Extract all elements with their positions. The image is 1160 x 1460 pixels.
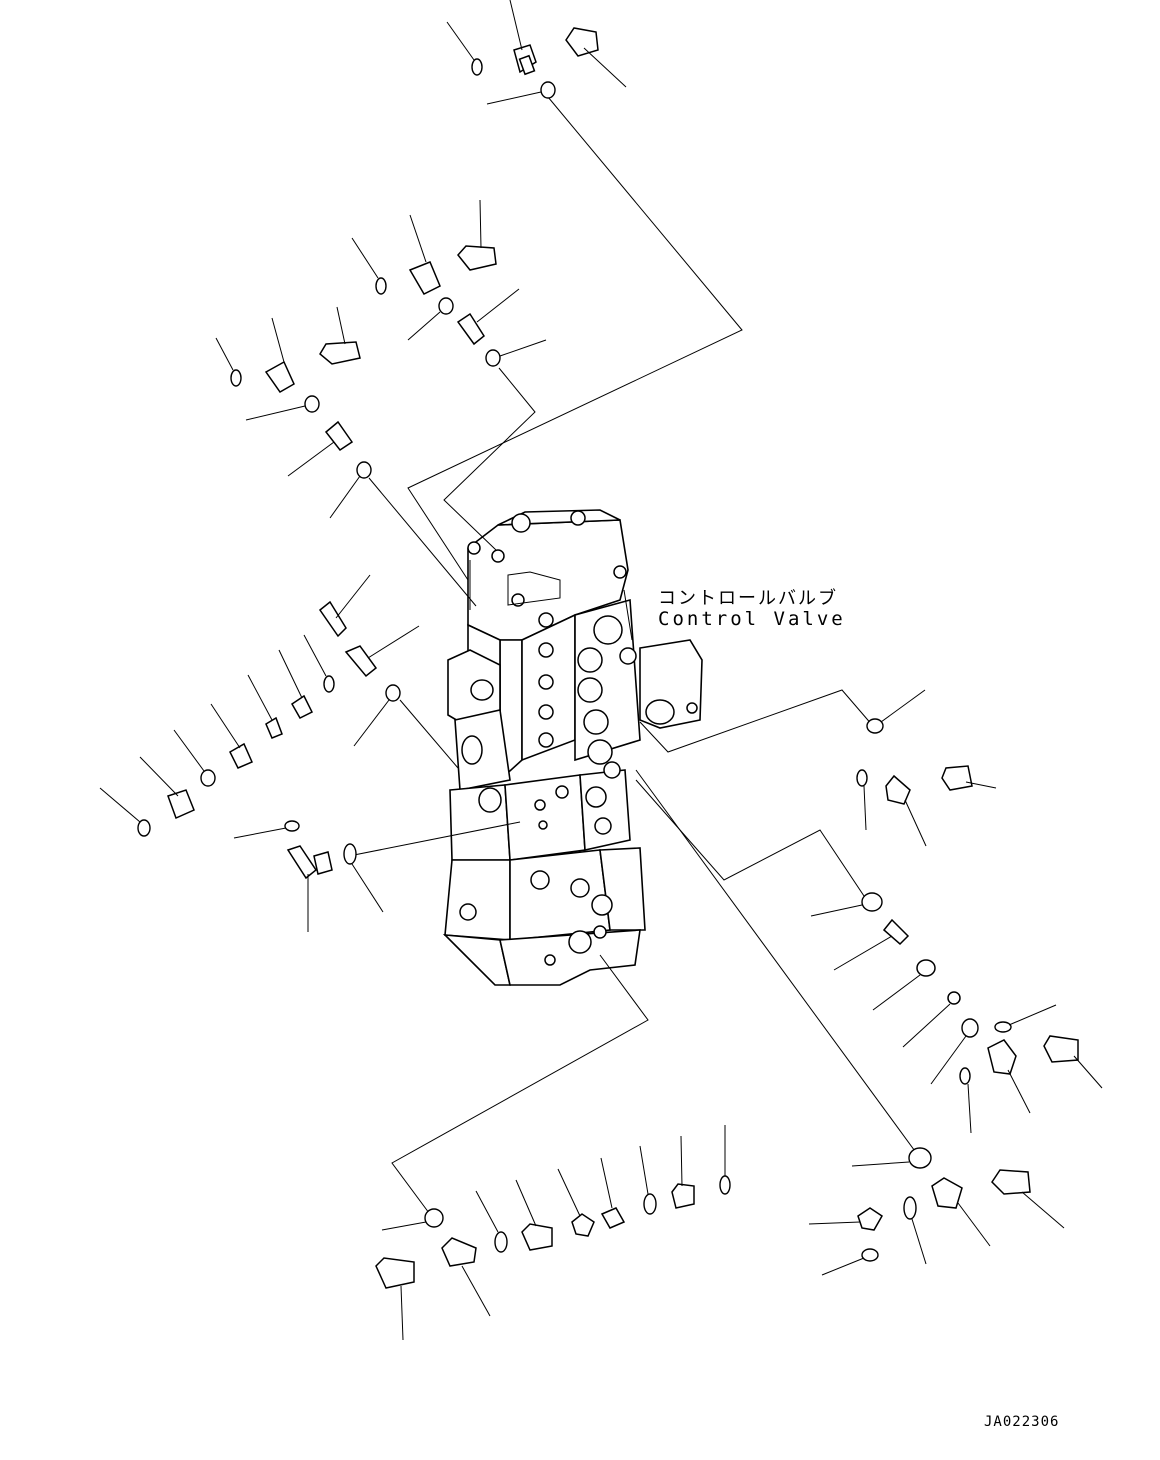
component-label-japanese: コントロールバルブ — [658, 588, 838, 609]
middle-left-fitting-group — [99, 574, 420, 932]
o-ring — [471, 58, 483, 76]
right-upper-fitting-group — [856, 689, 997, 847]
component-label-english: Control Valve — [658, 608, 846, 630]
bottom-fitting-group — [375, 1125, 731, 1341]
top-fitting-group — [446, 0, 627, 105]
right-lower-fitting-group — [808, 1147, 1065, 1276]
group-leader-lines — [353, 96, 921, 1218]
drawing-code: JA022306 — [984, 1414, 1060, 1430]
elbow-fitting — [509, 0, 537, 76]
right-middle-fitting-group — [810, 892, 1103, 1134]
pressure-sensor — [565, 27, 627, 88]
control-valve-body — [442, 509, 703, 986]
o-ring — [540, 81, 556, 99]
upper-left-fitting-group — [215, 199, 547, 519]
